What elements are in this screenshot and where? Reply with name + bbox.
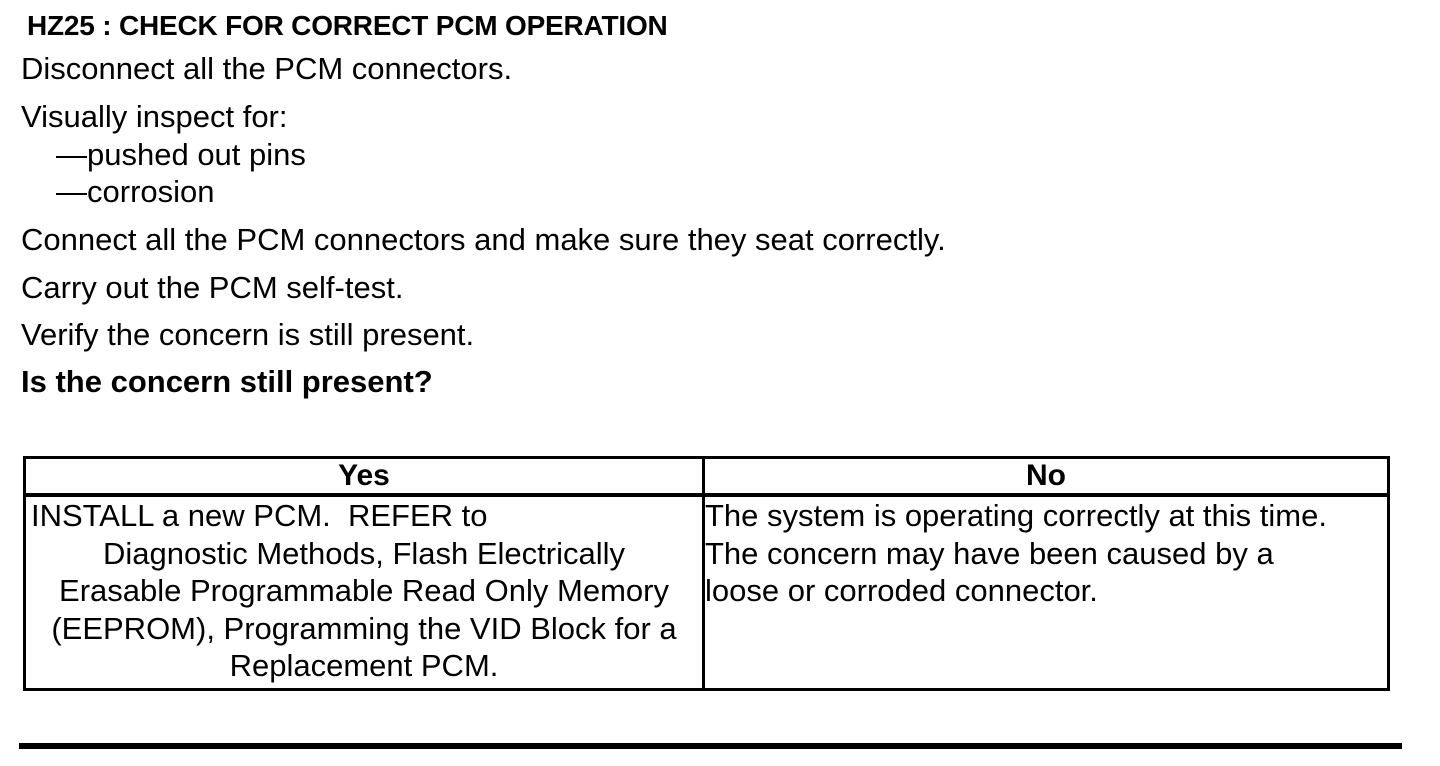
yes-action-line-3: Erasable Programmable Read Only Memory	[59, 573, 669, 608]
no-action-text: The system is operating correctly at thi…	[705, 497, 1387, 610]
page-title: HZ25 : CHECK FOR CORRECT PCM OPERATION	[27, 10, 668, 41]
decision-table: Yes No INSTALL a new PCM. REFER to Diagn…	[23, 456, 1390, 691]
yes-action-line-5: Replacement PCM.	[229, 648, 499, 683]
step-disconnect-connectors: Disconnect all the PCM connectors.	[21, 51, 513, 86]
step-visually-inspect: Visually inspect for:	[21, 99, 288, 134]
inspect-item-pushed-out-pins: —pushed out pins	[56, 137, 306, 172]
no-action-cell: The system is operating correctly at thi…	[702, 493, 1390, 691]
step-verify-concern: Verify the concern is still present.	[21, 317, 475, 352]
decision-table-body-row: INSTALL a new PCM. REFER to Diagnostic M…	[23, 493, 1390, 691]
step-connect-connectors: Connect all the PCM connectors and make …	[21, 222, 946, 257]
decision-question: Is the concern still present?	[21, 364, 433, 399]
inspect-item-corrosion: —corrosion	[56, 174, 215, 209]
yes-action-cell: INSTALL a new PCM. REFER to Diagnostic M…	[23, 493, 705, 691]
no-column-header: No	[702, 456, 1390, 497]
no-action-line-3: loose or corroded connector.	[705, 573, 1098, 608]
yes-action-line-2: Diagnostic Methods, Flash Electrically	[102, 535, 626, 571]
no-action-line-2: The concern may have been caused by a	[705, 535, 1274, 571]
step-self-test: Carry out the PCM self-test.	[21, 270, 404, 305]
no-action-line-1: The system is operating correctly at thi…	[705, 498, 1327, 533]
yes-action-line-1: INSTALL a new PCM. REFER to	[31, 498, 488, 533]
yes-action-line-4: (EEPROM), Programming the VID Block for …	[51, 610, 677, 646]
page-bottom-rule	[19, 743, 1402, 749]
yes-column-header: Yes	[23, 456, 705, 497]
decision-table-header-row: Yes No	[23, 456, 1390, 497]
